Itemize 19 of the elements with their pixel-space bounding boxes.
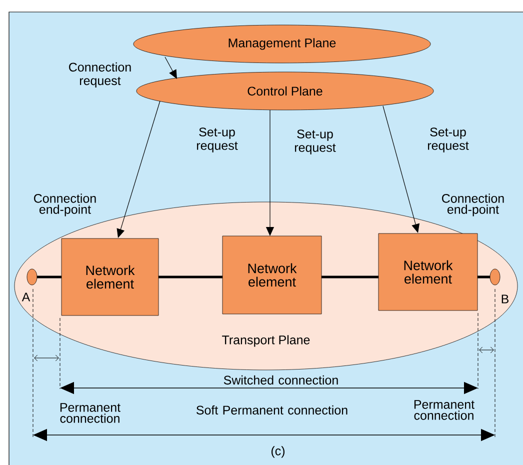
annotation-label: Soft Permanent connection [196,405,348,415]
edge-label: Set-up request [294,130,336,154]
end-point-label: A [22,292,30,302]
end-point-label: B [502,294,509,304]
edge-label: Set-up request [428,128,469,152]
annotation-label: Permanent connection [414,400,474,420]
annotation-label: Switched connection [224,375,338,385]
end-point-marker [490,268,500,286]
arrow [382,106,420,233]
network-element-box: Network element [378,233,478,311]
edge-label: Set-up request [196,128,238,152]
arrow [164,56,177,79]
network-element-box: Network element [222,236,322,314]
annotation-label: Permanent connection [60,403,120,423]
network-element-box: Network element [61,238,159,316]
end-point-marker [26,268,38,286]
caption: (c) [271,446,285,458]
edge-label: Connection request [69,62,131,88]
arrow [116,100,160,238]
